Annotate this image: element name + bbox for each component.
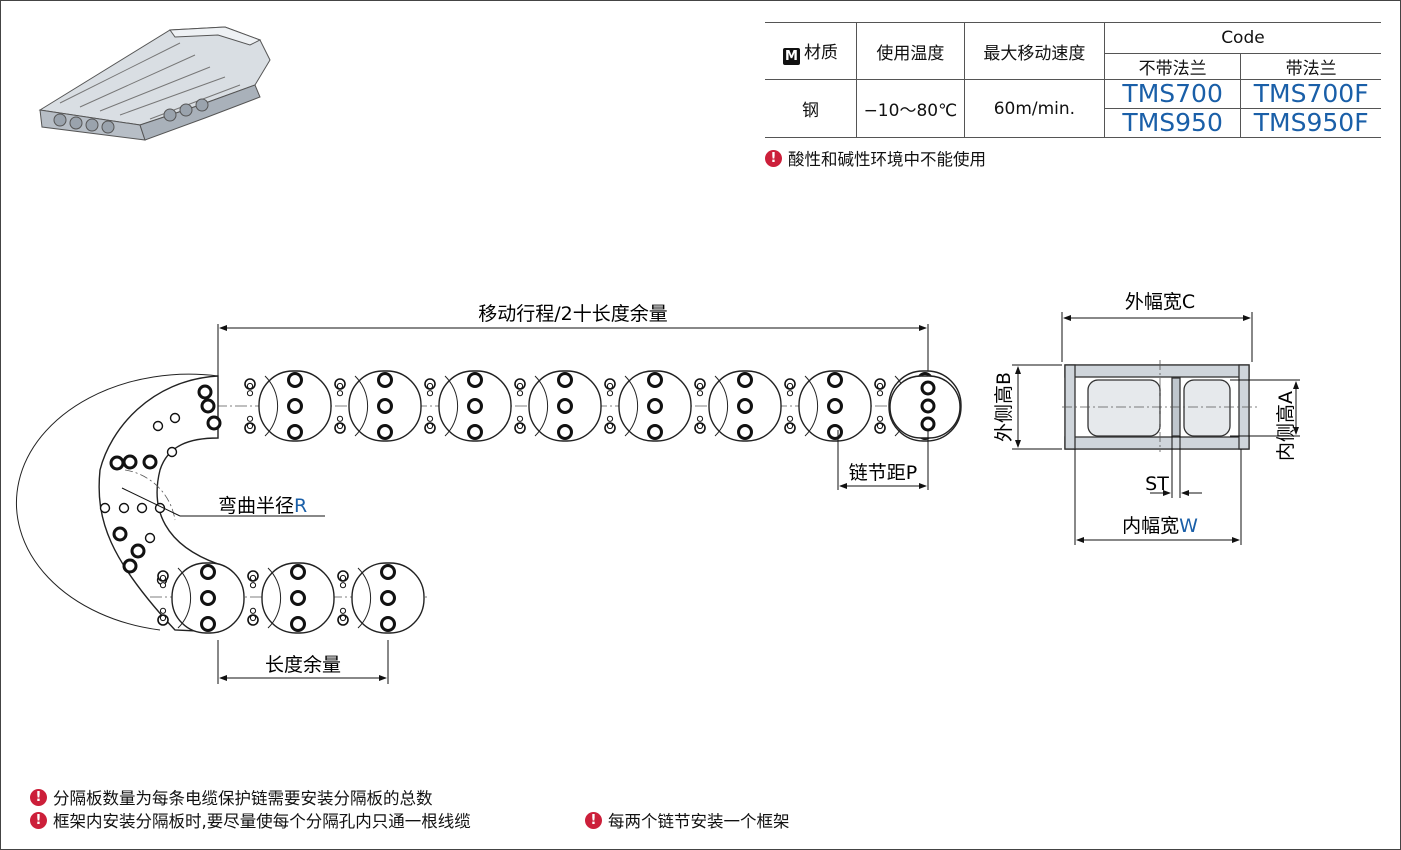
code-header: Code [1103,22,1381,54]
no-flange-header: 不带法兰 [1103,53,1241,80]
note-bottom-1: ! 分隔板数量为每条电缆保护链需要安装分隔板的总数 [30,785,433,809]
st-label: ST [1145,473,1169,495]
speed-value: 60m/min. [963,79,1105,138]
warning-icon: ! [30,788,47,806]
chain-link [694,370,782,442]
outer-height-label: 外侧高B [993,372,1015,442]
warning-icon: ! [30,811,47,829]
warning-icon: ! [585,811,602,829]
bend-radius-label: 弯曲半径R [218,495,307,517]
outer-width-label: 外幅宽C [1125,291,1195,313]
code-tms950f: TMS950F [1240,108,1381,138]
frame-cross-section [1064,364,1250,450]
inner-width-label: 内幅宽W [1122,515,1198,537]
product-illustration [38,26,271,141]
temperature-header: 使用温度 [855,22,965,80]
chain-link [334,370,422,442]
code-tms700f: TMS700F [1240,79,1381,109]
chain-link [247,562,335,634]
warning-icon: ! [765,149,782,167]
chain-link [424,370,512,442]
material-badge-icon: M [782,47,800,65]
with-flange-header: 带法兰 [1240,53,1381,80]
code-tms700: TMS700 [1103,79,1241,109]
chain-link [604,370,692,442]
speed-header: 最大移动速度 [963,22,1105,80]
chain-link [157,562,245,634]
chain-link [514,370,602,442]
travel-label: 移动行程/2十长度余量 [478,303,668,325]
note-bottom-3: ! 每两个链节安装一个框架 [585,808,790,832]
lower-chain-run [150,562,430,634]
side-view-drawing: 移动行程/2十长度余量 链节距P 弯曲半径R 长度余量 [15,303,962,684]
temperature-value: −10～80℃ [855,79,965,138]
pitch-label: 链节距P [849,462,917,484]
upper-chain-run [195,370,962,442]
note-bottom-2: ! 框架内安装分隔板时,要尽量使每个分隔孔内只通一根线缆 [30,808,471,832]
cross-section-drawing: 外幅宽C 外侧高B 内侧高A ST 内幅宽W [993,291,1300,545]
code-tms950: TMS950 [1103,108,1241,138]
inner-height-label: 内侧高A [1275,391,1297,461]
slack-label: 长度余量 [265,654,341,676]
chain-link [784,370,872,442]
note-top: ! 酸性和碱性环境中不能使用 [765,146,986,170]
chain-link [244,370,332,442]
material-value: 钢 [765,79,857,138]
chain-link [337,562,425,634]
